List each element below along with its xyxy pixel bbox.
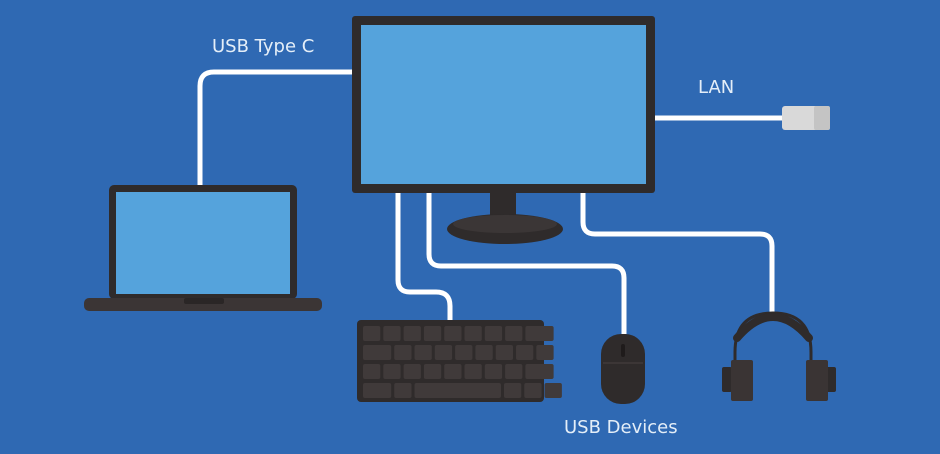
keyboard-key xyxy=(525,364,554,379)
keyboard-key xyxy=(455,345,473,360)
keyboard-key xyxy=(403,326,421,341)
keyboard-key xyxy=(505,364,523,379)
keyboard-key xyxy=(363,364,381,379)
usb-devices-label: USB Devices xyxy=(564,417,678,438)
keyboard-key xyxy=(363,383,392,398)
laptop-icon xyxy=(84,185,322,311)
keyboard-key xyxy=(394,345,412,360)
keyboard-key xyxy=(503,383,522,398)
keyboard-key xyxy=(403,364,421,379)
keyboard-key xyxy=(536,345,554,360)
keyboard-key xyxy=(394,383,412,398)
keyboard-key xyxy=(495,345,514,360)
keyboard-key xyxy=(505,326,523,341)
keyboard-key xyxy=(383,326,401,341)
keyboard-key xyxy=(383,364,401,379)
keyboard-key xyxy=(464,364,482,379)
keyboard-key xyxy=(444,326,462,341)
keyboard-key xyxy=(516,345,534,360)
ethernet-plug-icon xyxy=(782,106,830,130)
headphones-icon xyxy=(722,311,836,401)
usb-type-c-cable xyxy=(197,69,352,186)
mouse-cable xyxy=(426,193,627,334)
keyboard-key xyxy=(434,345,453,360)
keyboard-key xyxy=(423,326,442,341)
keyboard-key xyxy=(484,364,503,379)
keyboard-key xyxy=(475,345,493,360)
keyboard-key xyxy=(524,383,542,398)
lan-label: LAN xyxy=(698,77,734,98)
keyboard-key xyxy=(423,364,442,379)
keyboard-key xyxy=(525,326,554,341)
keyboard-cable xyxy=(395,193,453,320)
keyboard-key xyxy=(363,326,381,341)
keyboard-key xyxy=(414,345,432,360)
laptop-screen xyxy=(116,192,290,294)
keyboard-key xyxy=(444,364,462,379)
keyboard-key xyxy=(484,326,503,341)
usb-type-c-label: USB Type C xyxy=(212,36,314,57)
keyboard-key xyxy=(363,345,392,360)
headphones-cable xyxy=(580,193,775,312)
keyboard-key xyxy=(464,326,482,341)
monitor-screen xyxy=(361,25,646,184)
keyboard-key xyxy=(544,383,562,398)
keyboard-icon xyxy=(357,320,562,402)
mouse-icon xyxy=(601,334,645,404)
monitor-icon xyxy=(352,16,655,244)
keyboard-key xyxy=(414,383,501,398)
